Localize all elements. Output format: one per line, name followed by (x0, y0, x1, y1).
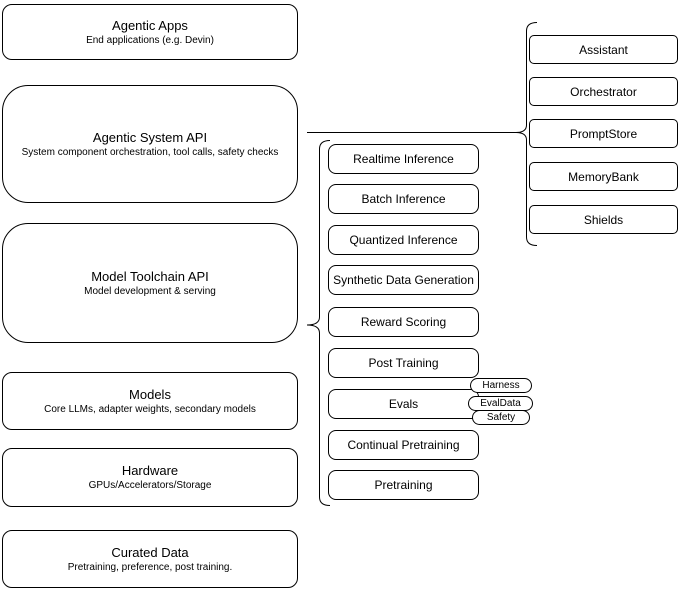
toolchain-item-label: Reward Scoring (360, 315, 447, 329)
toolchain-item-reward-scoring: Reward Scoring (328, 307, 479, 337)
eval-tag-harness: Harness (470, 378, 532, 393)
box-title: Agentic Apps (112, 17, 188, 33)
toolchain-item-synthetic-data-generation: Synthetic Data Generation (328, 265, 479, 295)
eval-tag-evaldata: EvalData (468, 396, 533, 411)
box-subtitle: GPUs/Accelerators/Storage (88, 480, 212, 491)
toolchain-item-label: Batch Inference (361, 192, 446, 206)
eval-tag-label: Harness (482, 380, 520, 391)
component-label: Shields (583, 212, 624, 227)
component-label: Assistant (579, 42, 628, 57)
box-title: Model Toolchain API (91, 268, 209, 284)
toolchain-item-continual-pretraining: Continual Pretraining (328, 430, 479, 460)
toolchain-item-realtime-inference: Realtime Inference (328, 144, 479, 174)
box-subtitle: System component orchestration, tool cal… (21, 146, 279, 158)
box-model-toolchain-api: Model Toolchain API Model development & … (2, 223, 298, 343)
box-models: Models Core LLMs, adapter weights, secon… (2, 372, 298, 430)
box-title: Hardware (121, 463, 179, 478)
box-title: Agentic System API (92, 129, 208, 145)
toolchain-item-label: Quantized Inference (349, 233, 458, 247)
toolchain-item-pretraining: Pretraining (328, 470, 479, 500)
eval-tag-label: EvalData (480, 398, 521, 409)
component-shields: Shields (529, 205, 678, 234)
box-title: Models (129, 386, 171, 402)
toolchain-item-post-training: Post Training (328, 348, 479, 378)
toolchain-item-evals: Evals (328, 389, 479, 419)
component-label: Orchestrator (570, 84, 637, 99)
box-title: Curated Data (111, 544, 189, 560)
component-orchestrator: Orchestrator (529, 77, 678, 106)
toolchain-brace (306, 140, 331, 506)
toolchain-item-label: Evals (388, 397, 419, 411)
box-agentic-apps: Agentic Apps End applications (e.g. Devi… (2, 4, 298, 60)
toolchain-item-label: Realtime Inference (353, 152, 454, 166)
component-label: PromptStore (569, 126, 638, 141)
toolchain-item-batch-inference: Batch Inference (328, 184, 479, 214)
box-hardware: Hardware GPUs/Accelerators/Storage (2, 448, 298, 507)
component-label: MemoryBank (568, 169, 639, 184)
box-agentic-system-api: Agentic System API System component orch… (2, 85, 298, 203)
component-assistant: Assistant (529, 35, 678, 64)
component-promptstore: PromptStore (529, 119, 678, 148)
toolchain-item-label: Synthetic Data Generation (333, 273, 474, 287)
box-curated-data: Curated Data Pretraining, preference, po… (2, 530, 298, 588)
toolchain-item-quantized-inference: Quantized Inference (328, 225, 479, 255)
eval-tag-label: Safety (486, 412, 516, 423)
box-subtitle: Pretraining, preference, post training. (67, 561, 233, 573)
component-memorybank: MemoryBank (529, 162, 678, 191)
toolchain-item-label: Pretraining (374, 478, 433, 492)
box-subtitle: End applications (e.g. Devin) (86, 34, 214, 46)
toolchain-item-label: Continual Pretraining (347, 438, 460, 452)
box-subtitle: Model development & serving (84, 285, 216, 297)
eval-tag-safety: Safety (472, 410, 530, 425)
box-subtitle: Core LLMs, adapter weights, secondary mo… (44, 403, 256, 415)
toolchain-item-label: Post Training (368, 356, 439, 370)
